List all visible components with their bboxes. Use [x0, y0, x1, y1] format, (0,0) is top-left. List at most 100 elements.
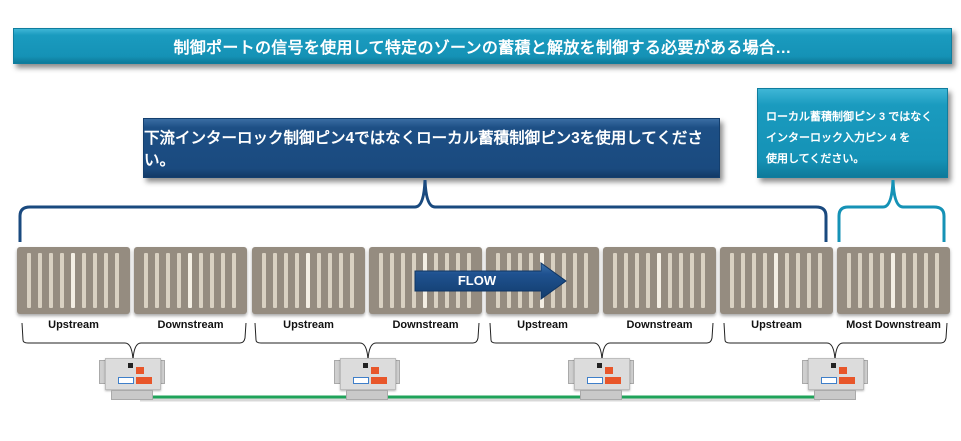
navy-brace [18, 179, 828, 242]
roller [635, 253, 639, 308]
roller [668, 253, 672, 308]
right-banner-line-1: ローカル蓄積制御ピン 3 ではなく [766, 111, 933, 123]
zone-label: Upstream [751, 319, 802, 331]
right-banner: ローカル蓄積制御ピン 3 ではなく インターロック入力ピン 4 を 使用してくだ… [757, 88, 948, 178]
roller [869, 253, 873, 308]
roller [730, 253, 734, 308]
controller-status-panel [839, 377, 855, 384]
controller-network-module [346, 390, 388, 400]
roller [115, 253, 119, 308]
roller [60, 253, 64, 308]
roller [701, 253, 705, 308]
roller [188, 253, 192, 308]
roller [390, 253, 394, 308]
controller-brand-label [821, 377, 837, 384]
roller [306, 253, 310, 308]
middle-banner: 下流インターロック制御ピン4ではなくローカル蓄積制御ピン3を使用してください。 [143, 118, 720, 178]
roller [679, 253, 683, 308]
roller [763, 253, 767, 308]
roller [807, 253, 811, 308]
roller [379, 253, 383, 308]
roller [624, 253, 628, 308]
roller [199, 253, 203, 308]
roller [935, 253, 939, 308]
roller [27, 253, 31, 308]
roller-zone [134, 247, 247, 314]
roller [880, 253, 884, 308]
roller-zone [720, 247, 833, 314]
control-port-icon [363, 363, 368, 368]
roller [796, 253, 800, 308]
roller [741, 253, 745, 308]
roller [774, 253, 778, 308]
roller [657, 253, 661, 308]
roller [690, 253, 694, 308]
controller-status-panel [136, 377, 152, 384]
roller-zone [17, 247, 130, 314]
top-banner-text: 制御ポートの信号を使用して特定のゾーンの蓄積と解放を制御する必要がある場合… [173, 40, 792, 57]
roller [339, 253, 343, 308]
controller-network-module [814, 390, 856, 400]
roller [232, 253, 236, 308]
roller [210, 253, 214, 308]
roller-zone [252, 247, 365, 314]
teal-brace [837, 179, 946, 242]
roller [221, 253, 225, 308]
controller-network-module [580, 390, 622, 400]
zone-label: Most Downstream [846, 319, 941, 331]
roller [818, 253, 822, 308]
controller-body [105, 358, 161, 390]
motor-controller [568, 358, 634, 404]
middle-banner-text: 下流インターロック制御ピン4ではなくローカル蓄積制御ピン3を使用してください。 [144, 130, 703, 169]
roller [104, 253, 108, 308]
roller [82, 253, 86, 308]
zone-label: Upstream [48, 319, 99, 331]
controller-status-panel [371, 377, 387, 384]
controller-indicator [839, 367, 847, 374]
right-banner-line-2: インターロック入力ピン 4 を [766, 132, 911, 144]
zone-label: Upstream [517, 319, 568, 331]
zone-label: Downstream [626, 319, 693, 331]
control-port-icon [597, 363, 602, 368]
roller-zone [837, 247, 950, 314]
roller [858, 253, 862, 308]
roller-zone [603, 247, 716, 314]
zone-label: Upstream [283, 319, 334, 331]
roller [144, 253, 148, 308]
control-port-icon [128, 363, 133, 368]
roller [262, 253, 266, 308]
roller [38, 253, 42, 308]
controller-indicator [605, 367, 613, 374]
roller [155, 253, 159, 308]
roller [752, 253, 756, 308]
roller [328, 253, 332, 308]
roller [166, 253, 170, 308]
roller [412, 253, 416, 308]
roller [613, 253, 617, 308]
top-banner: 制御ポートの信号を使用して特定のゾーンの蓄積と解放を制御する必要がある場合… [13, 28, 952, 64]
controller-network-module [111, 390, 153, 400]
controller-body [574, 358, 630, 390]
roller [273, 253, 277, 308]
roller [49, 253, 53, 308]
roller [295, 253, 299, 308]
zone-label: Downstream [392, 319, 459, 331]
roller [913, 253, 917, 308]
motor-controller [334, 358, 400, 404]
roller [350, 253, 354, 308]
roller [847, 253, 851, 308]
motor-controller [802, 358, 868, 404]
controller-status-panel [605, 377, 621, 384]
roller [902, 253, 906, 308]
zone-label: Downstream [157, 319, 224, 331]
roller [284, 253, 288, 308]
controller-indicator [371, 367, 379, 374]
controller-brand-label [587, 377, 603, 384]
controller-indicator [136, 367, 144, 374]
right-banner-line-3: 使用してください。 [766, 153, 865, 165]
roller [177, 253, 181, 308]
roller [93, 253, 97, 308]
roller [924, 253, 928, 308]
roller [584, 253, 588, 308]
